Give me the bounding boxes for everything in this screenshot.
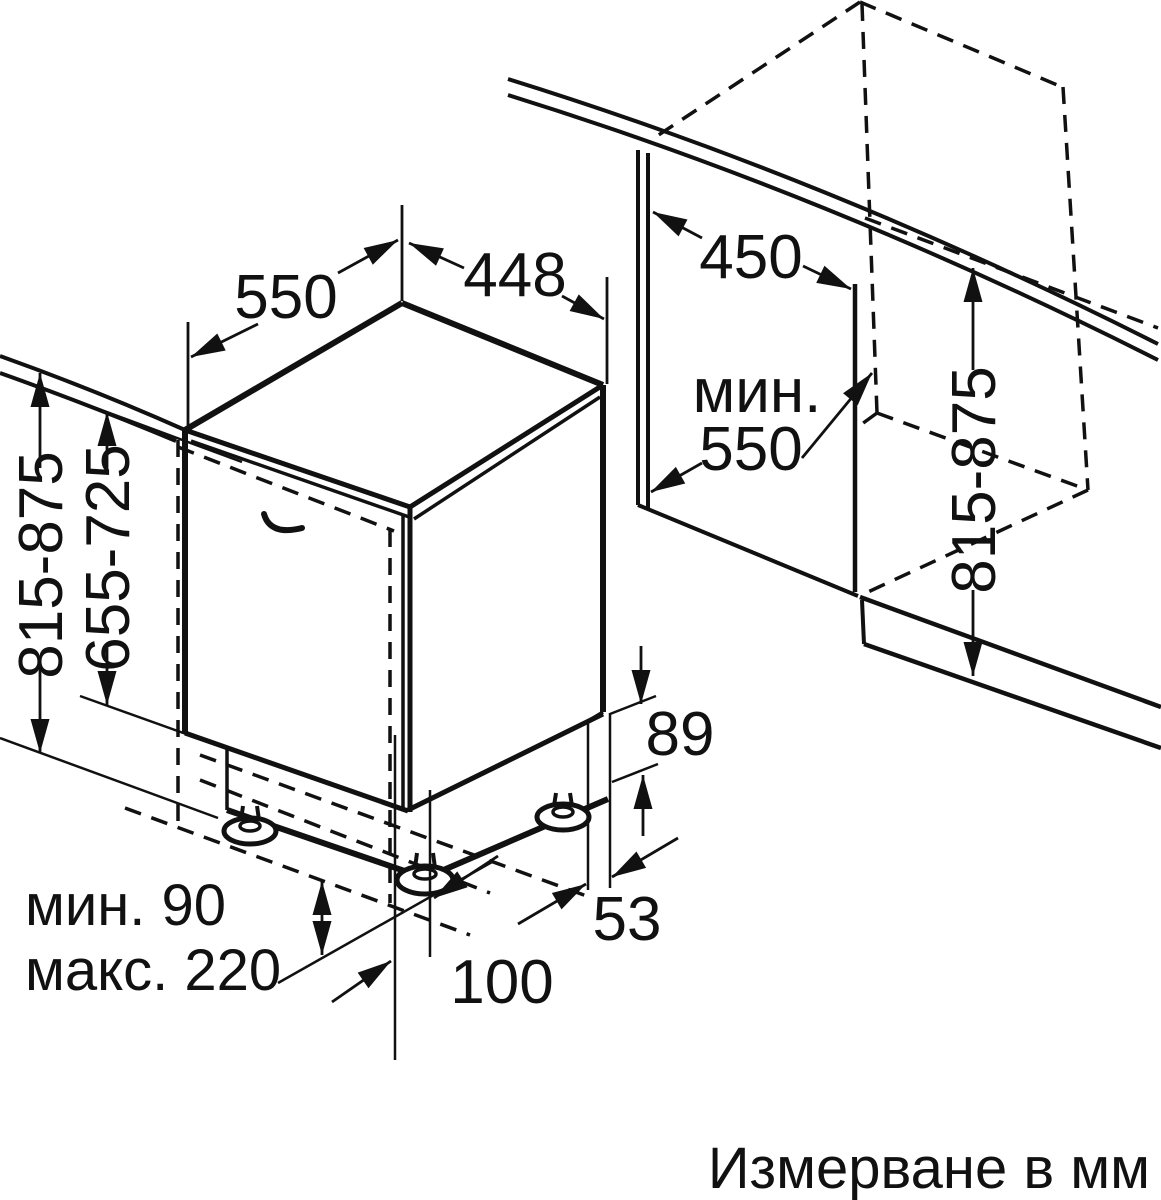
dimension-foot-inset-100: 100 [331, 735, 554, 1060]
countertop-left-bottom-edge [0, 371, 177, 443]
extension-line-panel-bottom [79, 694, 243, 756]
appliance-top-rim-line [190, 439, 413, 520]
extension-line-panel-top [84, 402, 243, 464]
appliance-top-front-left-edge [184, 427, 411, 510]
arrowhead-icon [312, 921, 332, 955]
arrowhead-icon [843, 373, 872, 406]
niche-floor-front-edge [867, 488, 1089, 594]
dimension-label-niche-depth-prefix: мин. [693, 357, 822, 426]
dimension-label-panel-height: 655-725 [74, 444, 143, 672]
dimension-label-width: 448 [463, 241, 566, 310]
dimension-appliance-height-815-875: 815-875 [0, 373, 219, 820]
dimension-plinth-range: мин. 90 макс. 220 [25, 860, 493, 1003]
plinth-top-edge [859, 594, 1161, 710]
dimension-label-foot-inset: 100 [450, 948, 553, 1017]
niche-top-rear-right-edge [859, 0, 1063, 89]
countertop-right [507, 77, 1159, 362]
dimension-appliance-depth-550: 550 [186, 205, 404, 428]
arrowhead-icon [30, 373, 50, 407]
side-bottom-step [587, 710, 604, 723]
dimension-label-rear-step: 89 [646, 700, 715, 769]
dimension-label-niche-width: 450 [699, 223, 802, 292]
appliance-side-bottom-edge [406, 711, 605, 813]
arrowhead-icon [97, 412, 117, 446]
arrowhead-icon [30, 719, 50, 753]
arrowhead-icon [363, 240, 398, 265]
countertop-hidden-rear-edge [864, 216, 1159, 330]
cabinet-panels [636, 150, 1161, 751]
dimension-appliance-width-448: 448 [408, 241, 609, 384]
appliance-top-back-left-edge [183, 300, 404, 433]
dimension-niche-depth-min550: мин. 550 [650, 357, 874, 494]
extension-line-floor [0, 736, 219, 820]
appliance-top-back-right-edge [400, 300, 605, 388]
niche-right-vertical-edge [1061, 86, 1090, 491]
arrowhead-icon [963, 642, 983, 676]
dimension-panel-height-655-725: 655-725 [74, 402, 243, 756]
foot-screw [412, 867, 438, 881]
niche-front-vertical-edge [860, 3, 879, 414]
dimension-rear-step-89: 89 [609, 646, 715, 836]
door-handle-icon [261, 511, 305, 534]
dimension-label-plinth-min: мин. 90 [25, 873, 226, 938]
arrowhead-icon [612, 851, 647, 877]
arrowhead-icon [551, 884, 586, 910]
extension-tick-bottom [611, 762, 659, 784]
arrowhead-icon [631, 670, 651, 704]
niche-cavity-hidden-edges [653, 0, 1159, 594]
dimension-niche-width-450: 450 [652, 210, 852, 292]
niche-top-rear-left-edge [653, 0, 861, 140]
arrowhead-icon [357, 961, 391, 989]
arrowhead-icon [653, 212, 688, 237]
dimension-label-plinth-max: макс. 220 [25, 938, 281, 1003]
door-panel-top-hidden-edge [177, 445, 395, 533]
dimension-label-rear-gap: 53 [593, 885, 662, 954]
countertop-right-bottom-edge [507, 93, 1159, 362]
arrowhead-icon [816, 265, 851, 289]
dimension-label-depth: 550 [234, 263, 337, 332]
appliance-right-rim-line [413, 395, 601, 521]
dimension-niche-height-815-875: 815-875 [940, 268, 1009, 676]
dimension-label-appliance-height: 815-875 [7, 451, 76, 679]
appliance-top-front-right-edge [408, 382, 605, 510]
arrowhead-icon [569, 294, 604, 319]
extension-line-floor-depth [277, 860, 493, 985]
foot-rear-left [221, 805, 279, 847]
arrowhead-icon [191, 333, 226, 357]
arrowhead-icon [633, 775, 653, 809]
arrowhead-icon [963, 268, 983, 302]
dimension-label-niche-depth-value: 550 [699, 415, 802, 484]
countertop-right-top-edge [507, 77, 1159, 346]
dimension-label-niche-height: 815-875 [940, 366, 1009, 594]
arrowhead-icon [409, 243, 444, 266]
left-cabinet-bottom-edge [637, 503, 859, 598]
plinth-bottom-edge [863, 641, 1161, 751]
dimension-rear-gap-53: 53 [517, 713, 679, 954]
plinth-left-edge [860, 599, 866, 645]
arrowhead-icon [312, 881, 332, 915]
units-footnote: Измерване в мм [708, 1136, 1150, 1200]
door-panel-bottom-hidden-edge [124, 806, 471, 937]
extension-tick-top [609, 694, 657, 716]
countertop-left [0, 354, 186, 443]
foot-screw [238, 819, 262, 833]
appliance [124, 300, 610, 937]
arrowhead-icon [651, 466, 686, 492]
foot-rear-right [534, 792, 592, 833]
arrowhead-icon [97, 671, 117, 705]
niche-floor-rear-edge [876, 411, 1089, 492]
niche-floor-left-stub [853, 411, 879, 431]
foot-screw [551, 805, 575, 819]
countertop-left-top-edge [0, 354, 186, 432]
